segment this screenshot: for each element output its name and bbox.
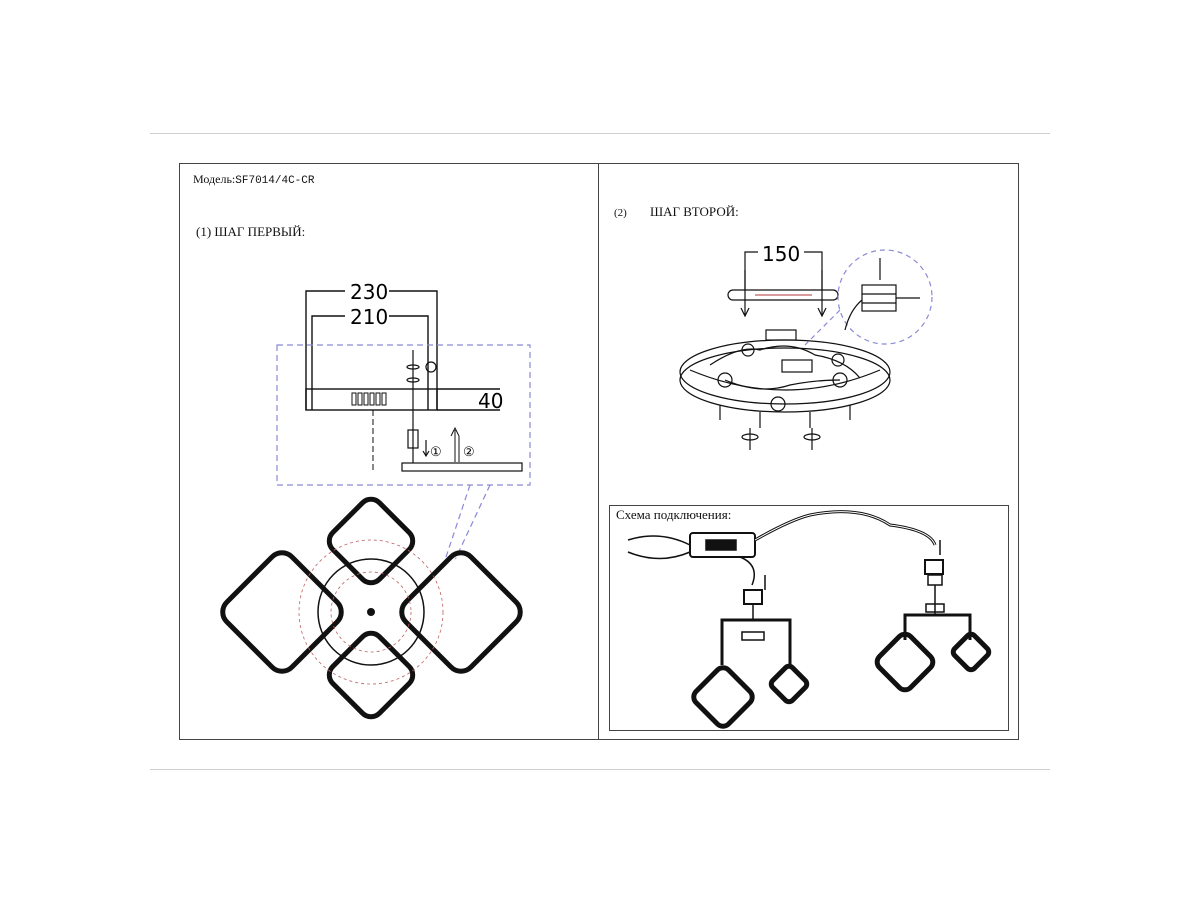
detail-callout	[276, 344, 531, 561]
dim-230: 230	[350, 280, 388, 304]
step-two-label: ШАГ ВТОРОЙ:	[650, 204, 739, 219]
connector-callout	[804, 249, 933, 346]
model-label: Модель:	[193, 172, 236, 186]
hidden-contour	[298, 539, 444, 685]
dim-210: 210	[350, 305, 388, 329]
model-value: SF7014/4C-CR	[235, 175, 315, 187]
mounting-screw-detail	[401, 350, 523, 472]
step-marker-down: ①	[430, 444, 442, 459]
step-two-title: (2) ШАГ ВТОРОЙ:	[614, 204, 739, 220]
top-rule	[150, 133, 1050, 134]
model-caption: Модель:SF7014/4C-CR	[193, 172, 314, 187]
bottom-rule	[150, 769, 1050, 770]
step-one-title: (1) ШАГ ПЕРВЫЙ:	[196, 224, 306, 239]
step2-mounting-drawing	[679, 251, 891, 450]
dim-150: 150	[762, 242, 800, 266]
step-marker-up: ②	[463, 444, 475, 459]
wiring-scheme-title: Схема подключения:	[616, 507, 732, 522]
wiring-scheme-box	[609, 505, 1009, 731]
instruction-frame	[179, 163, 1019, 740]
dim-40: 40	[478, 389, 503, 413]
wiring-scheme-drawing	[627, 510, 992, 729]
panel-divider	[598, 163, 599, 740]
lamp-top-view	[220, 496, 523, 720]
step-two-number: (2)	[614, 207, 627, 219]
